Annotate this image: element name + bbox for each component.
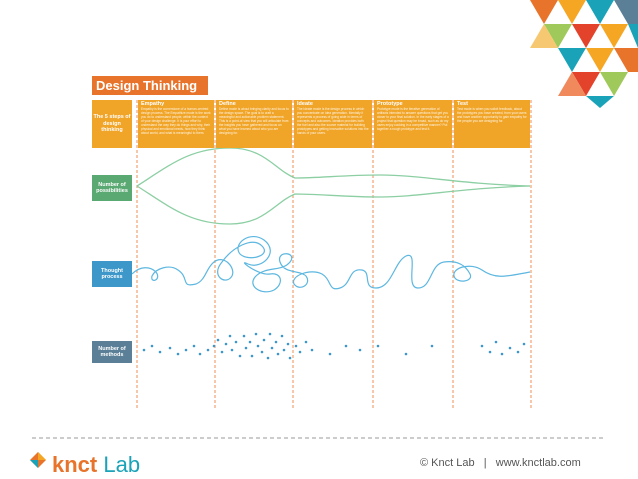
- method-dot: [404, 352, 408, 356]
- step-test: Test Test mode is when you solicit feedb…: [454, 100, 530, 148]
- method-dot: [176, 352, 180, 356]
- method-dot: [238, 354, 242, 358]
- step-name: Empathy: [141, 101, 165, 107]
- method-dot: [256, 344, 260, 348]
- method-dot: [230, 348, 234, 352]
- method-dot: [158, 350, 162, 354]
- method-dot: [276, 352, 280, 356]
- brand-main: knct: [52, 452, 98, 477]
- method-dot: [142, 348, 146, 352]
- step-prototype: Prototype Prototype mode is the iterativ…: [374, 100, 452, 148]
- step-ideate: Ideate The Ideate mode is the design pro…: [294, 100, 372, 148]
- method-dot: [228, 334, 232, 338]
- method-dot: [216, 338, 220, 342]
- step-empathy: Empathy Empathy is the cornerstone of a …: [138, 100, 214, 148]
- method-dot: [376, 344, 380, 348]
- method-dot: [488, 350, 492, 354]
- method-dot: [480, 344, 484, 348]
- method-dot: [184, 348, 188, 352]
- method-dot: [358, 348, 362, 352]
- thought-process-line: [131, 235, 531, 293]
- row-label-methods: Number of methods: [92, 341, 132, 363]
- step-define: Define Define mode is about bringing cla…: [216, 100, 292, 148]
- step-description: Test mode is when you solicit feedback, …: [457, 107, 527, 123]
- step-description: Prototype mode is the iterative generati…: [377, 107, 449, 131]
- method-dot: [206, 348, 210, 352]
- method-dot: [212, 344, 216, 348]
- method-dot: [328, 352, 332, 356]
- row-label-possibilities: Number of possibilities: [92, 175, 132, 201]
- method-dot: [224, 342, 228, 346]
- method-dot: [262, 338, 266, 342]
- method-dot: [282, 348, 286, 352]
- step-name: Define: [219, 101, 236, 107]
- step-description: Empathy is the cornerstone of a human-ce…: [141, 107, 211, 135]
- copyright-text: © Knct Lab | www.knctlab.com: [420, 457, 581, 469]
- method-dot: [310, 348, 314, 352]
- method-dot: [522, 342, 526, 346]
- methods-dots: [142, 332, 526, 360]
- step-description: Define mode is about bringing clarity an…: [219, 107, 289, 135]
- page-title: Design Thinking: [92, 76, 208, 95]
- method-dot: [220, 350, 224, 354]
- method-dot: [280, 334, 284, 338]
- method-dot: [304, 340, 308, 344]
- method-dot: [168, 346, 172, 350]
- decorative-triangles: [530, 0, 638, 108]
- knct-logo-icon: [30, 452, 46, 468]
- method-dot: [288, 356, 292, 360]
- method-dot: [198, 352, 202, 356]
- method-dot: [298, 350, 302, 354]
- row-label-steps: The 5 steps of design thinking: [92, 100, 132, 148]
- row-label-thought-process: Thought process: [92, 261, 132, 287]
- method-dot: [242, 334, 246, 338]
- method-dot: [266, 356, 270, 360]
- method-dot: [234, 340, 238, 344]
- footer-brand: knct Lab: [32, 452, 140, 478]
- method-dot: [294, 344, 298, 348]
- method-dot: [250, 354, 254, 358]
- method-dot: [248, 340, 252, 344]
- method-dot: [260, 350, 264, 354]
- method-dot: [268, 332, 272, 336]
- method-dot: [344, 344, 348, 348]
- method-dot: [430, 344, 434, 348]
- method-dot: [254, 332, 258, 336]
- method-dot: [244, 346, 248, 350]
- brand-sub: Lab: [103, 452, 141, 477]
- method-dot: [494, 340, 498, 344]
- method-dot: [286, 342, 290, 346]
- step-name: Prototype: [377, 101, 403, 107]
- method-dot: [516, 350, 520, 354]
- column-separators: [136, 100, 532, 410]
- step-description: The Ideate mode is the design process in…: [297, 107, 369, 135]
- step-name: Ideate: [297, 101, 313, 107]
- method-dot: [508, 346, 512, 350]
- step-name: Test: [457, 101, 468, 107]
- method-dot: [270, 346, 274, 350]
- brand-logo-text: knct Lab: [52, 452, 140, 478]
- possibilities-curves: [136, 147, 531, 225]
- method-dot: [150, 344, 154, 348]
- method-dot: [192, 344, 196, 348]
- method-dot: [500, 352, 504, 356]
- method-dot: [274, 340, 278, 344]
